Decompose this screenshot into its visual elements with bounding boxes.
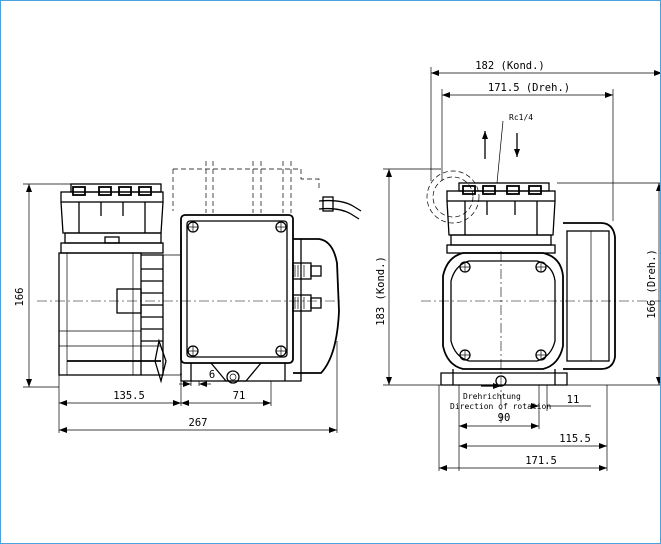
flow-arrows: Rc1/4 [482, 113, 533, 184]
dim-front-foot-label: 71 [233, 390, 246, 402]
side-terminal-box [563, 222, 616, 370]
dim-side-115-label: 115.5 [559, 433, 591, 445]
dim-side-90-label: 90 [498, 412, 511, 424]
dim-side-dreh-width: 171.5 (Dreh.) [442, 82, 613, 98]
dim-side-171: 171.5 [439, 455, 607, 471]
crank-housing [58, 235, 182, 384]
dim-side-dreh-width-label: 171.5 (Dreh.) [488, 82, 570, 94]
dim-side-kond-width: 182 (Kond.) [431, 60, 660, 76]
side-base [440, 369, 568, 387]
rotation-label-de: Drehrichtung [463, 392, 521, 401]
terminal-box [180, 214, 294, 364]
side-pump-head [446, 182, 556, 254]
dim-front-slot: 6 [179, 369, 215, 387]
motor-end-cap [292, 196, 362, 374]
rotation-direction: Drehrichtung Direction of rotation [450, 383, 551, 411]
dim-front-mount-spacing-label: 135.5 [113, 390, 145, 402]
dim-front-slot-label: 6 [209, 369, 215, 381]
port-label: Rc1/4 [509, 113, 533, 122]
pump-head [60, 183, 164, 254]
side-view: Rc1/4 [375, 60, 660, 471]
dim-front-total: 267 [59, 417, 337, 433]
dim-side-kond-height-label: 183 (Kond.) [375, 256, 387, 326]
dim-front-foot: 71 [181, 390, 271, 406]
condenser-outline-dashed [172, 161, 320, 213]
dim-front-height: 166 [14, 183, 71, 388]
base-feet [180, 362, 302, 384]
rotation-label-en: Direction of rotation [450, 402, 551, 411]
dim-side-kond-width-label: 182 (Kond.) [475, 60, 545, 72]
front-view: 166 6 135.5 71 267 [14, 161, 362, 433]
dim-front-mount-spacing: 135.5 [59, 390, 181, 406]
dim-side-90: 90 [459, 412, 539, 429]
dim-side-dreh-height-label: 166 (Dreh.) [646, 249, 658, 319]
dim-side-115: 115.5 [459, 433, 607, 449]
dim-side-11: 11 [531, 394, 591, 409]
dim-front-total-label: 267 [189, 417, 208, 429]
dim-side-171-label: 171.5 [525, 455, 557, 467]
dim-side-11-label: 11 [567, 394, 580, 406]
dim-front-height-label: 166 [14, 288, 26, 307]
dim-side-kond-height: 183 (Kond.) [375, 168, 441, 386]
dim-side-dreh-height: 166 (Dreh.) [557, 182, 660, 386]
motor-flange [442, 252, 564, 370]
condenser-outline-circle [426, 170, 480, 224]
